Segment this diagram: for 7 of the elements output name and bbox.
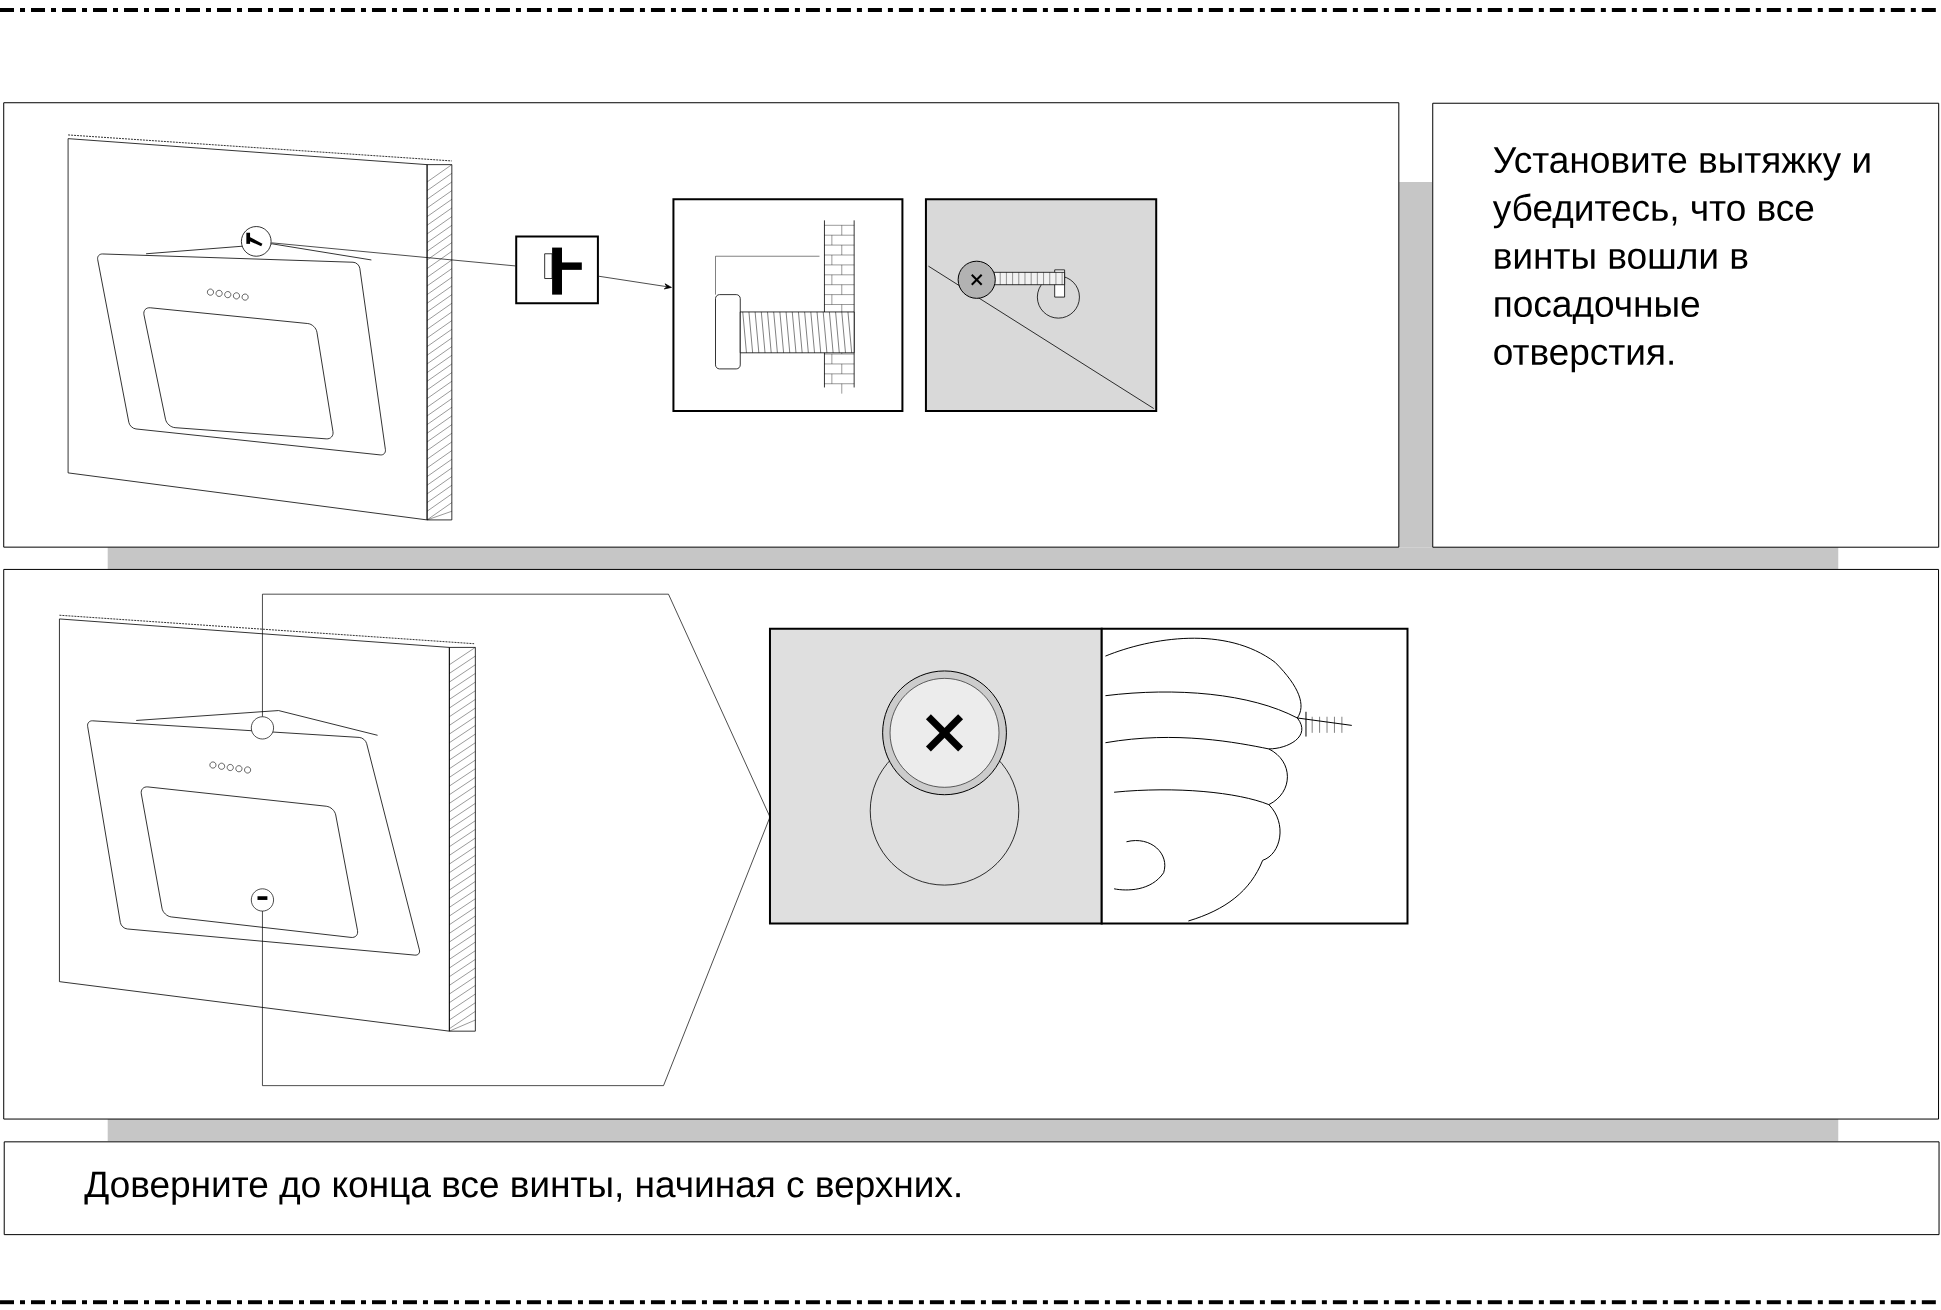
magnifier-circle xyxy=(241,226,272,257)
detail-inset xyxy=(924,198,1158,413)
arrow xyxy=(598,276,672,290)
detail-inset xyxy=(1100,628,1409,925)
leader-line xyxy=(271,242,516,267)
text-box: Установите вытяжку и убедитесь, что все винты вошли в посадочные отверстия. xyxy=(1432,102,1940,548)
text-box: Доверните до конца все винты, начиная с верхних. xyxy=(3,1141,1940,1236)
